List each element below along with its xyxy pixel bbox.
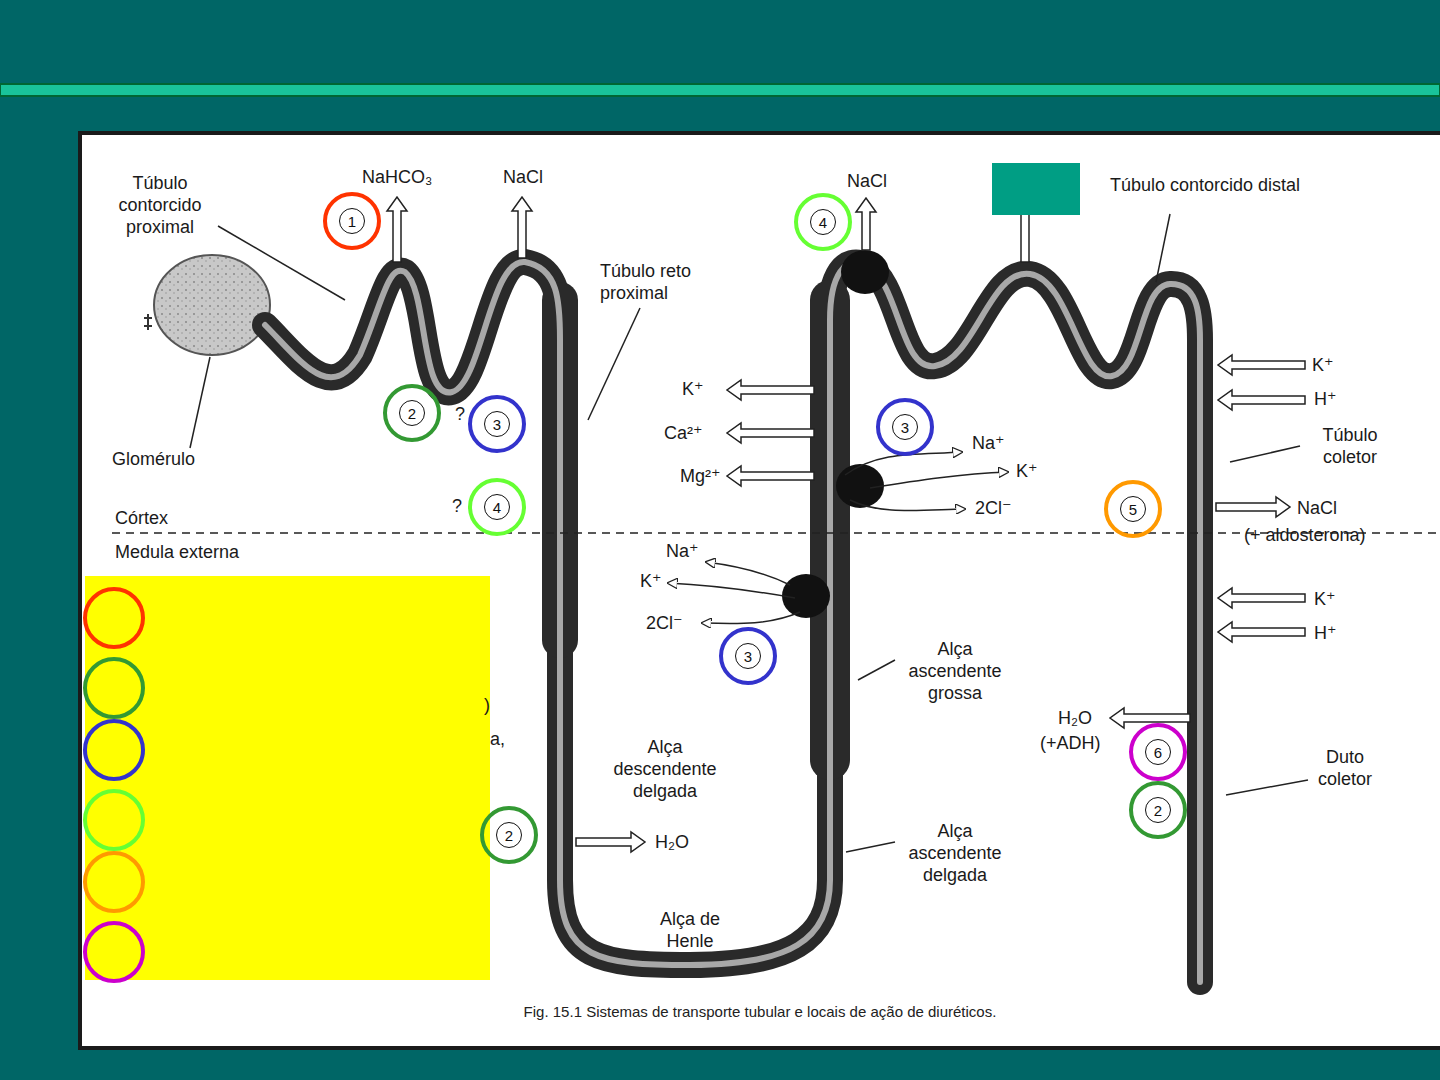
diagram-label: ? [455,403,465,425]
diagram-label: ? [452,495,462,517]
callout-circle: 4 [794,193,852,251]
number-ring: 3 [892,414,918,440]
diagram-label: Alça ascendente grossa [900,638,1010,704]
flow-arrow [727,423,814,443]
callout-number: 3 [493,417,501,432]
flow-arrow [727,466,814,486]
callout-circle: 3 [468,395,526,453]
flow-arrow [1218,390,1305,410]
diagram-label: H⁺ [1314,622,1337,644]
diagram-label: H₂O [655,831,689,853]
number-ring: 1 [339,208,365,234]
flow-arrows [387,197,1305,852]
diagram-label: H₂O [1058,707,1092,729]
number-ring: 2 [1145,797,1171,823]
diagram-label: K⁺ [1312,354,1334,376]
callout-number: 3 [744,649,752,664]
header-bar [0,84,1440,96]
flow-arrow [512,197,532,258]
callout-number: 5 [1129,502,1137,517]
figure-panel [80,133,1440,1048]
callout-number: 4 [493,500,501,515]
diagram-label: Alça descendente delgada [600,736,730,802]
number-ring: 5 [1120,496,1146,522]
number-ring: 3 [735,643,761,669]
ion-curves [668,452,1008,624]
callout-circle: 3 [719,627,777,685]
diagram-label: Ca²⁺ [664,422,703,444]
flow-arrow [727,380,814,400]
diagram-label: 2Cl⁻ [975,497,1012,519]
glomerulus [144,255,270,355]
diagram-label: Córtex [115,507,168,529]
diagram-label: Glomérulo [112,448,195,470]
flow-arrow [1218,622,1305,642]
callout-circle: 6 [1129,723,1187,781]
diagram-label: 2Cl⁻ [646,612,683,634]
diagram-label: K⁺ [1314,588,1336,610]
callout-number: 4 [819,215,827,230]
diagram-label: a, [490,728,505,750]
callout-circle: 2 [480,806,538,864]
callout-number: 3 [901,420,909,435]
diagram-label: NaCl [1297,497,1337,519]
flow-arrow [1218,588,1305,608]
diagram-label: Túbulo reto proximal [600,260,730,304]
callout-number: 2 [1154,803,1162,818]
diagram-label: Alça de Henle [650,908,730,952]
figure-caption: Fig. 15.1 Sistemas de transporte tubular… [80,1003,1440,1020]
diagram-label: Mg²⁺ [680,465,721,487]
flow-arrow [1218,355,1305,375]
flow-arrow [387,197,407,262]
diagram-label: K⁺ [682,378,704,400]
callout-circle: 1 [323,192,381,250]
callout-circle: 3 [876,398,934,456]
legend-ring [85,589,143,981]
diagram-label: Túbulo coletor [1300,424,1400,468]
legend-cover [85,576,490,980]
number-ring: 2 [496,822,522,848]
diagram-label: NaHCO₃ [362,166,432,188]
callout-circle: 2 [383,384,441,442]
diagram-label: Medula externa [115,541,239,563]
diagram-label: Duto coletor [1300,746,1390,790]
callout-number: 6 [1154,745,1162,760]
number-ring: 4 [484,494,510,520]
diagram-label: Túbulo contorcido proximal [100,172,220,238]
diagram-label: ) [484,694,490,716]
cortex-medulla-boundary [112,532,1440,534]
cover-patch [992,163,1080,215]
flow-arrow [856,198,876,250]
diagram-label: Na⁺ [666,540,699,562]
flow-arrow [1216,497,1290,517]
number-ring: 2 [399,400,425,426]
diagram-label: NaCl [503,166,543,188]
flow-arrow [576,832,645,852]
diagram-label: K⁺ [640,570,662,592]
diagram-label: H⁺ [1314,388,1337,410]
diagram-label: (+ aldosterona) [1244,524,1366,546]
diagram-label: NaCl [847,170,887,192]
callout-circle: 5 [1104,480,1162,538]
diagram-label: Túbulo contorcido distal [1105,174,1305,196]
callout-number: 1 [348,214,356,229]
callout-number: 2 [505,828,513,843]
number-ring: 3 [484,411,510,437]
diagram-label: Alça ascendente delgada [900,820,1010,886]
callout-number: 2 [408,406,416,421]
callout-circle: 2 [1129,781,1187,839]
diagram-label: Na⁺ [972,432,1005,454]
diagram-label: K⁺ [1016,460,1038,482]
number-ring: 6 [1145,739,1171,765]
diagram-label: (+ADH) [1040,732,1101,754]
callout-circle: 4 [468,478,526,536]
number-ring: 4 [810,209,836,235]
